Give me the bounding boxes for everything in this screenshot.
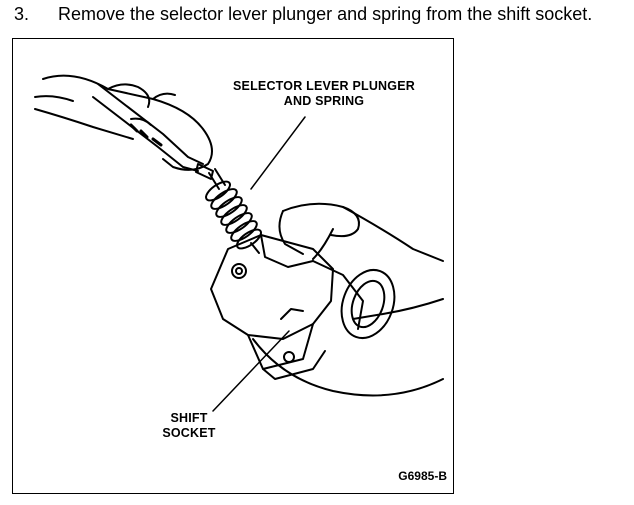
callout-socket-line1: SHIFT	[170, 411, 208, 425]
shift-socket	[210, 234, 396, 380]
callout-plunger-line2: AND SPRING	[283, 94, 365, 108]
pliers	[92, 83, 214, 180]
figure-code: G6985-B	[398, 469, 447, 483]
step-number: 3.	[14, 4, 30, 24]
illustration-drawing	[34, 74, 444, 412]
callout-shift-socket: SHIFT SOCKET	[159, 411, 219, 441]
technical-illustration: SELECTOR LEVER PLUNGER AND SPRING SHIFT …	[12, 38, 454, 494]
plunger-leader-line	[250, 116, 306, 190]
callout-plunger-spring: SELECTOR LEVER PLUNGER AND SPRING	[219, 79, 429, 109]
lower-hand	[252, 202, 444, 397]
leader-lines	[212, 116, 306, 412]
callout-socket-line2: SOCKET	[162, 426, 216, 440]
step-text: Remove the selector lever plunger and sp…	[58, 4, 593, 24]
callout-plunger-line1: SELECTOR LEVER PLUNGER	[233, 79, 415, 93]
instruction-step: 3. Remove the selector lever plunger and…	[0, 2, 634, 28]
plunger-spring	[205, 168, 262, 254]
socket-leader-line	[212, 330, 290, 412]
